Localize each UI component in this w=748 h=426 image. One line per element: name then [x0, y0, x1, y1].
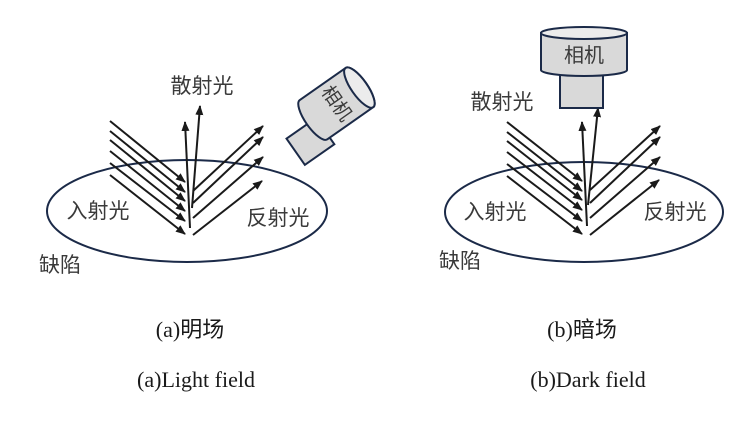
camera-icon: 相机 — [540, 26, 628, 109]
panel-light-field: 相机 散射光 入射光 反射光 缺陷 (a)明场 (a)Light field — [39, 66, 376, 392]
scattered-rays — [578, 107, 602, 227]
scattered-light-label: 散射光 — [471, 90, 534, 114]
reflected-ray — [589, 156, 661, 219]
reflected-ray — [192, 156, 264, 219]
defect-label: 缺陷 — [439, 249, 481, 273]
incident-rays — [506, 121, 583, 235]
incident-ray — [506, 175, 583, 235]
incident-rays — [109, 120, 186, 235]
camera-top — [540, 26, 628, 40]
incident-ray — [109, 120, 186, 183]
incident-ray — [109, 130, 186, 193]
incident-ray — [506, 140, 583, 201]
reflected-ray — [589, 125, 661, 191]
incident-ray — [506, 121, 583, 182]
scattered-ray — [578, 121, 588, 227]
scattered-rays — [181, 105, 204, 229]
caption-cn-b: (b)暗场 — [547, 317, 617, 342]
scattered-ray — [587, 107, 602, 206]
reflected-light-label: 反射光 — [644, 200, 707, 224]
incident-light-label: 入射光 — [67, 199, 130, 223]
caption-en-a: (a)Light field — [137, 367, 255, 392]
scattered-ray — [181, 121, 191, 229]
reflected-rays — [589, 125, 661, 236]
scattered-light-label: 散射光 — [171, 74, 234, 98]
incident-ray — [506, 163, 583, 222]
scattered-ray — [191, 105, 204, 209]
caption-cn-a: (a)明场 — [156, 317, 224, 342]
caption-en-b: (b)Dark field — [530, 367, 645, 392]
incident-ray — [109, 162, 186, 222]
reflected-ray — [589, 179, 660, 236]
camera-icon: 相机 — [285, 66, 376, 167]
camera-top — [343, 66, 376, 109]
reflected-ray — [192, 136, 264, 204]
incident-light-label: 入射光 — [464, 200, 527, 224]
reflected-ray — [589, 136, 661, 204]
defect-label: 缺陷 — [39, 253, 81, 277]
panel-dark-field: 相机 散射光 入射光 反射光 缺陷 (b)暗场 (b)Dark field — [439, 26, 724, 392]
incident-ray — [109, 174, 186, 235]
incident-ray — [109, 150, 186, 212]
camera-lens — [559, 74, 604, 109]
reflected-ray — [192, 180, 263, 236]
reflected-ray — [192, 125, 264, 192]
reflected-rays — [192, 125, 264, 236]
camera-label: 相机 — [564, 43, 604, 67]
incident-ray — [506, 151, 583, 211]
reflected-light-label: 反射光 — [247, 206, 310, 230]
incident-ray — [506, 131, 583, 192]
incident-ray — [109, 139, 186, 202]
camera-body — [540, 32, 628, 77]
